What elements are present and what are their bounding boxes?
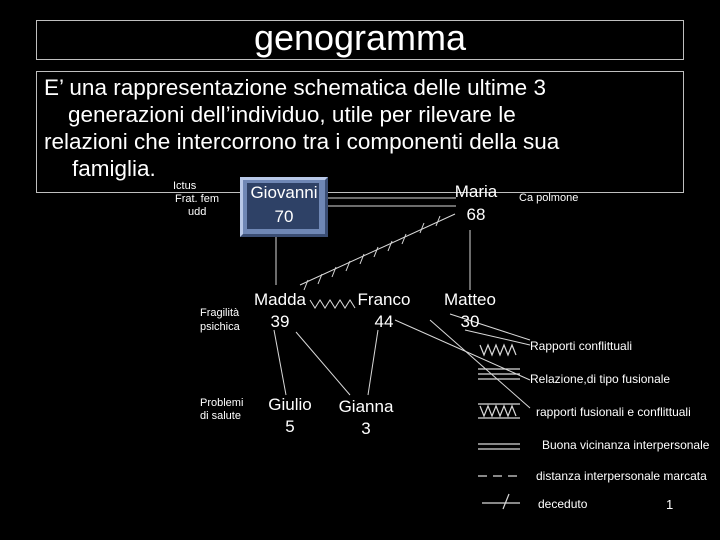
conflict-marks	[303, 215, 441, 291]
madda-age: 39	[270, 312, 290, 331]
page-number: 1	[666, 497, 674, 512]
madda-note-2: psichica	[200, 321, 240, 333]
legend-label-distance: distanza interpersonale marcata	[536, 469, 707, 483]
legend-label-closeness: Buona vicinanza interpersonale	[542, 438, 710, 452]
intro-text: E’ una rappresentazione schematica delle…	[44, 74, 684, 182]
title-frame	[36, 20, 684, 60]
madda-name: Madda	[254, 290, 306, 309]
maria-name: Maria	[454, 182, 498, 201]
legend-symbol-deceased-slash	[502, 493, 510, 510]
franco-gianna-line	[367, 329, 379, 396]
matteo-name: Matteo	[444, 290, 496, 309]
madda-gianna-line	[295, 331, 351, 396]
giovanni-age: 70	[274, 207, 294, 226]
matteo-age: 30	[460, 312, 480, 331]
intro-line-1: E’ una rappresentazione schematica delle…	[44, 75, 546, 100]
legend-label-fusional-conflict: rapporti fusionali e conflittuali	[536, 405, 691, 419]
gianna-name: Gianna	[338, 397, 394, 416]
legend-symbol-conflict	[479, 343, 517, 357]
giovanni-note-3: udd	[188, 206, 207, 218]
matteo-legend-line-2	[394, 319, 531, 381]
madda-franco-zigzag	[309, 299, 356, 309]
giulio-note-1: Problemi	[200, 397, 244, 409]
matteo-legend-line-3	[429, 319, 531, 409]
intro-line-4: famiglia.	[72, 156, 156, 181]
maria-note: Ca polmone	[519, 192, 579, 204]
slide-title: genogramma	[253, 17, 467, 58]
legend-symbol-fusional-conflict-2	[479, 404, 517, 418]
madda-note-1: Fragilità	[200, 307, 240, 319]
gianna-age: 3	[361, 419, 371, 438]
intro-line-2: generazioni dell’individuo, utile per ri…	[68, 102, 516, 127]
franco-age: 44	[374, 312, 394, 331]
giulio-name: Giulio	[268, 395, 312, 414]
giovanni-note-1: Ictus	[173, 180, 197, 192]
giovanni-node-inner	[247, 183, 319, 229]
sibling-line-a	[449, 313, 531, 341]
giulio-age: 5	[285, 417, 295, 436]
matteo-legend-line-1	[464, 329, 531, 346]
legend-label-fusional: Relazione,di tipo fusionale	[530, 372, 671, 386]
franco-name: Franco	[357, 290, 411, 309]
legend-label-conflict: Rapporti conflittuali	[530, 339, 633, 353]
giovanni-note-2: Frat. fem	[175, 193, 220, 205]
maria-age: 68	[466, 205, 486, 224]
legend-label-deceased: deceduto	[538, 497, 588, 511]
giulio-note-2: di salute	[200, 410, 241, 422]
intro-frame	[36, 71, 684, 193]
giovanni-name: Giovanni	[250, 183, 318, 202]
intro-line-3: relazioni che intercorrono tra i compone…	[44, 129, 560, 154]
madda-giulio-line	[273, 329, 287, 396]
